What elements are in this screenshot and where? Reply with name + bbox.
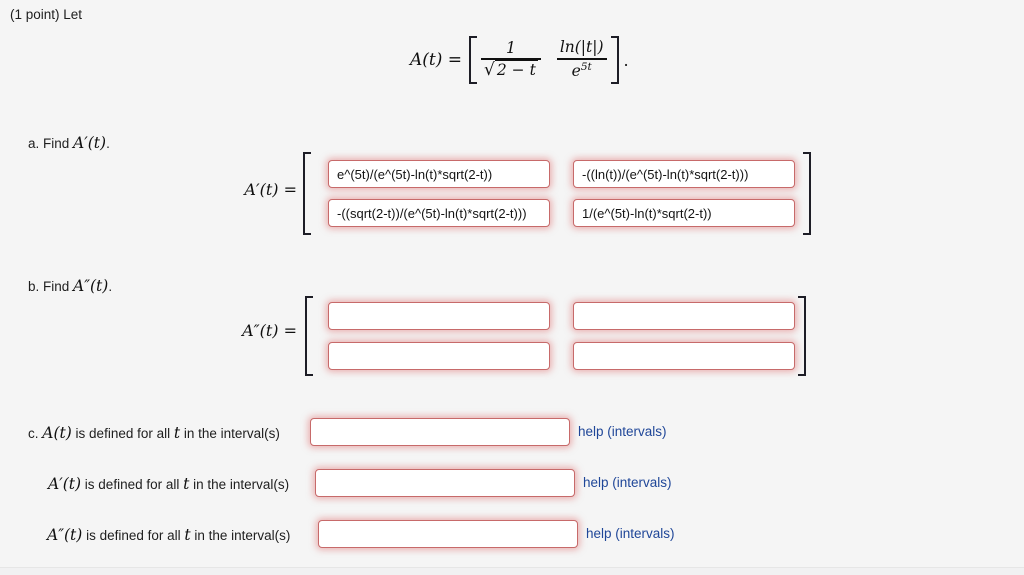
answer-a22-input[interactable]	[573, 199, 795, 227]
entry2-numerator: ln(|t|)	[559, 38, 604, 57]
equation-period: .	[623, 50, 629, 70]
help-intervals-link[interactable]: help (intervals)	[578, 424, 667, 439]
interval-row-a-label: c. A(t) is defined for all t in the inte…	[28, 424, 280, 442]
matrix-entry-2: ln(|t|) e5t	[556, 38, 607, 80]
sqrt-symbol: √	[484, 59, 495, 80]
entry1-numerator: 1	[505, 38, 516, 57]
answer-a11-input[interactable]	[328, 160, 550, 188]
points-label: (1 point) Let	[10, 7, 83, 22]
interval-row-adoubleprime-label: A″(t) is defined for all t in the interv…	[47, 526, 291, 544]
interval-row-aprime-label: A′(t) is defined for all t in the interv…	[48, 475, 290, 493]
help-intervals-link[interactable]: help (intervals)	[586, 526, 675, 541]
equation-lhs: A(t) =	[410, 50, 463, 70]
section-b-heading: b. Find A″(t).	[28, 277, 113, 295]
interval-adoubleprime-input[interactable]	[318, 520, 578, 548]
help-intervals-link[interactable]: help (intervals)	[583, 475, 672, 490]
answer-b21-input[interactable]	[328, 342, 550, 370]
right-bracket	[610, 36, 619, 84]
interval-a-input[interactable]	[310, 418, 570, 446]
section-a-matrix-label: A′(t) =	[244, 180, 297, 199]
matrix-a-left-bracket	[303, 152, 311, 235]
page-bottom-divider	[0, 567, 1024, 575]
entry2-denominator: e5t	[571, 60, 592, 80]
left-bracket	[469, 36, 478, 84]
fraction-bar	[481, 58, 541, 60]
matrix-a-right-bracket	[803, 152, 811, 235]
section-b-matrix-label: A″(t) =	[242, 321, 297, 340]
fraction-bar	[556, 58, 607, 60]
matrix-b-left-bracket	[305, 296, 313, 376]
matrix-b-right-bracket	[798, 296, 806, 376]
answer-b11-input[interactable]	[328, 302, 550, 330]
answer-b22-input[interactable]	[573, 342, 795, 370]
entry1-denominator: √2 − t	[484, 59, 538, 80]
answer-a21-input[interactable]	[328, 199, 550, 227]
answer-b12-input[interactable]	[573, 302, 795, 330]
matrix-entry-1: 1 √2 − t	[481, 38, 541, 81]
interval-aprime-input[interactable]	[315, 469, 575, 497]
section-a-heading: a. Find A′(t).	[28, 134, 110, 152]
answer-a12-input[interactable]	[573, 160, 795, 188]
problem-equation: A(t) = 1 √2 − t ln(|t|) e5t .	[410, 33, 629, 87]
